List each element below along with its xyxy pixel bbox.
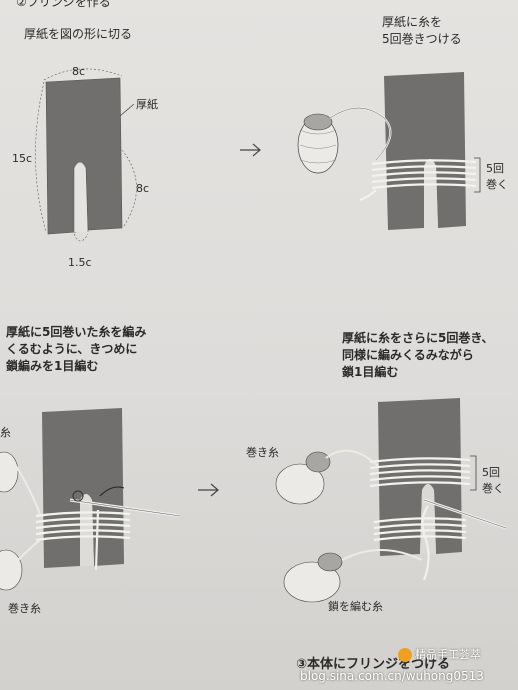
watermark-brand-text: 精品手工荟萃 (415, 648, 481, 661)
step3-cardboard (0, 408, 181, 591)
step2-title-line2: 5回巻きつける (382, 32, 462, 46)
step1-header: ②フリンジを作る (16, 0, 111, 9)
step1-label-thick-paper: 厚紙 (136, 98, 158, 111)
step4-title-line2: 同様に編みくるみながら (342, 348, 474, 362)
step2-cardboard (297, 72, 481, 230)
watermark-brand: 精品手工荟萃 (398, 646, 481, 664)
watermark-url: blog.sina.com.cn/wuhong0513 (300, 669, 484, 683)
step4-label-wound-yarn: 巻き糸 (246, 446, 279, 459)
step3-label-yarn: 糸 (0, 426, 11, 439)
step2-wraps-line1: 5回 (486, 162, 504, 175)
step4-wraps-line1: 5回 (482, 466, 500, 479)
step1-dim-left: 15c (12, 152, 33, 165)
step-arrows (198, 143, 261, 497)
step4-cardboard (275, 398, 507, 603)
step3-title-line3: 鎖編みを1目編む (6, 359, 99, 373)
step5-header: ③本体にフリンジをつける (296, 657, 451, 672)
step4-wraps-line2: 巻く (482, 482, 504, 495)
step2-title-line1: 厚紙に糸を (382, 15, 443, 29)
step1-title: 厚紙を図の形に切る (24, 27, 133, 41)
step4-title-line3: 鎖1目編む (342, 365, 399, 379)
step1-dim-bottom: 1.5c (68, 256, 92, 269)
step2-wraps-line2: 巻く (486, 178, 508, 191)
step4-label-chain-yarn: 鎖を編む糸 (328, 600, 383, 613)
step3-title-line2: くるむように、きつめに (6, 342, 138, 356)
step3-label-wound-yarn: 巻き糸 (8, 602, 41, 615)
step4-title-line1: 厚紙に糸をさらに5回巻き、 (342, 331, 494, 345)
step3-title-line1: 厚紙に5回巻いた糸を編み (6, 325, 147, 339)
step1-cardboard (35, 68, 137, 242)
step1-dim-right: 8c (136, 182, 150, 195)
step1-dim-top: 8c (72, 65, 86, 78)
weibo-icon (398, 648, 412, 662)
